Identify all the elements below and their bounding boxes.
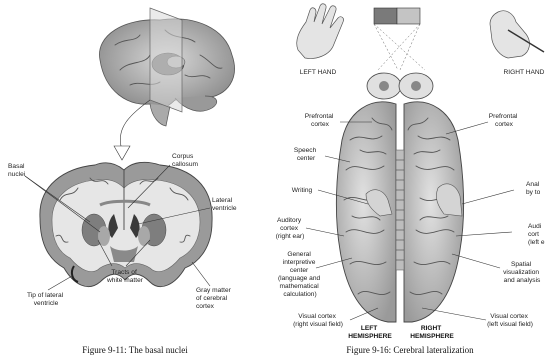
label-auditory-left: Auditory cortex (right ear)	[276, 217, 305, 240]
label-spatial-visualization: Spatial visualization and analysis	[503, 261, 541, 284]
label-visual-cortex-right: Visual cortex (left visual field)	[487, 313, 533, 328]
label-prefrontal-left: Prefrontal cortex	[305, 113, 335, 128]
label-corpus-callosum: Corpus callosum	[172, 153, 199, 168]
basal-nuclei-figure: Basal nuclei Corpus callosum Lateral ven…	[8, 8, 237, 355]
label-right-hand: RIGHT HAND	[504, 69, 545, 76]
visual-target-left	[374, 8, 397, 24]
label-general-interpretive: General interpretive center (language an…	[278, 251, 322, 298]
label-left-hand: LEFT HAND	[300, 69, 337, 76]
label-visual-cortex-left: Visual cortex (right visual field)	[293, 313, 343, 328]
label-speech-center: Speech center	[294, 147, 318, 162]
label-writing: Writing	[292, 187, 313, 194]
left-hand-illustration	[297, 4, 344, 59]
eyes-illustration	[367, 73, 433, 99]
label-tip-lateral-ventricle: Tip of lateral ventricle	[27, 292, 65, 307]
label-tracts-white-matter: Tracts of white matter	[106, 269, 144, 284]
label-analysis-by-touch: Anal by to	[526, 181, 541, 196]
label-auditory-right: Audi cort (left e	[528, 223, 545, 246]
label-right-hemisphere: RIGHT HEMISPHERE	[410, 325, 454, 340]
caption-basal-nuclei: Figure 9-11: The basal nuclei	[82, 345, 188, 355]
visual-pathway-lines	[374, 24, 425, 70]
caption-cerebral-lateralization: Figure 9-16: Cerebral lateralization	[346, 345, 474, 355]
label-lateral-ventricle: Lateral ventricle	[212, 197, 237, 212]
label-gray-matter: Gray matter of cerebral cortex	[196, 287, 233, 310]
visual-target-right	[397, 8, 420, 24]
label-left-hemisphere: LEFT HEMISPHERE	[348, 325, 392, 340]
label-basal-nuclei: Basal nuclei	[8, 163, 26, 178]
coronal-section-illustration	[40, 162, 212, 286]
right-hand-illustration	[490, 11, 544, 58]
lateral-brain-illustration	[99, 8, 234, 126]
section-arrow	[120, 100, 150, 150]
label-prefrontal-right: Prefrontal cortex	[489, 113, 519, 128]
lateralization-figure: LEFT HAND RIGHT HAND	[276, 4, 545, 355]
